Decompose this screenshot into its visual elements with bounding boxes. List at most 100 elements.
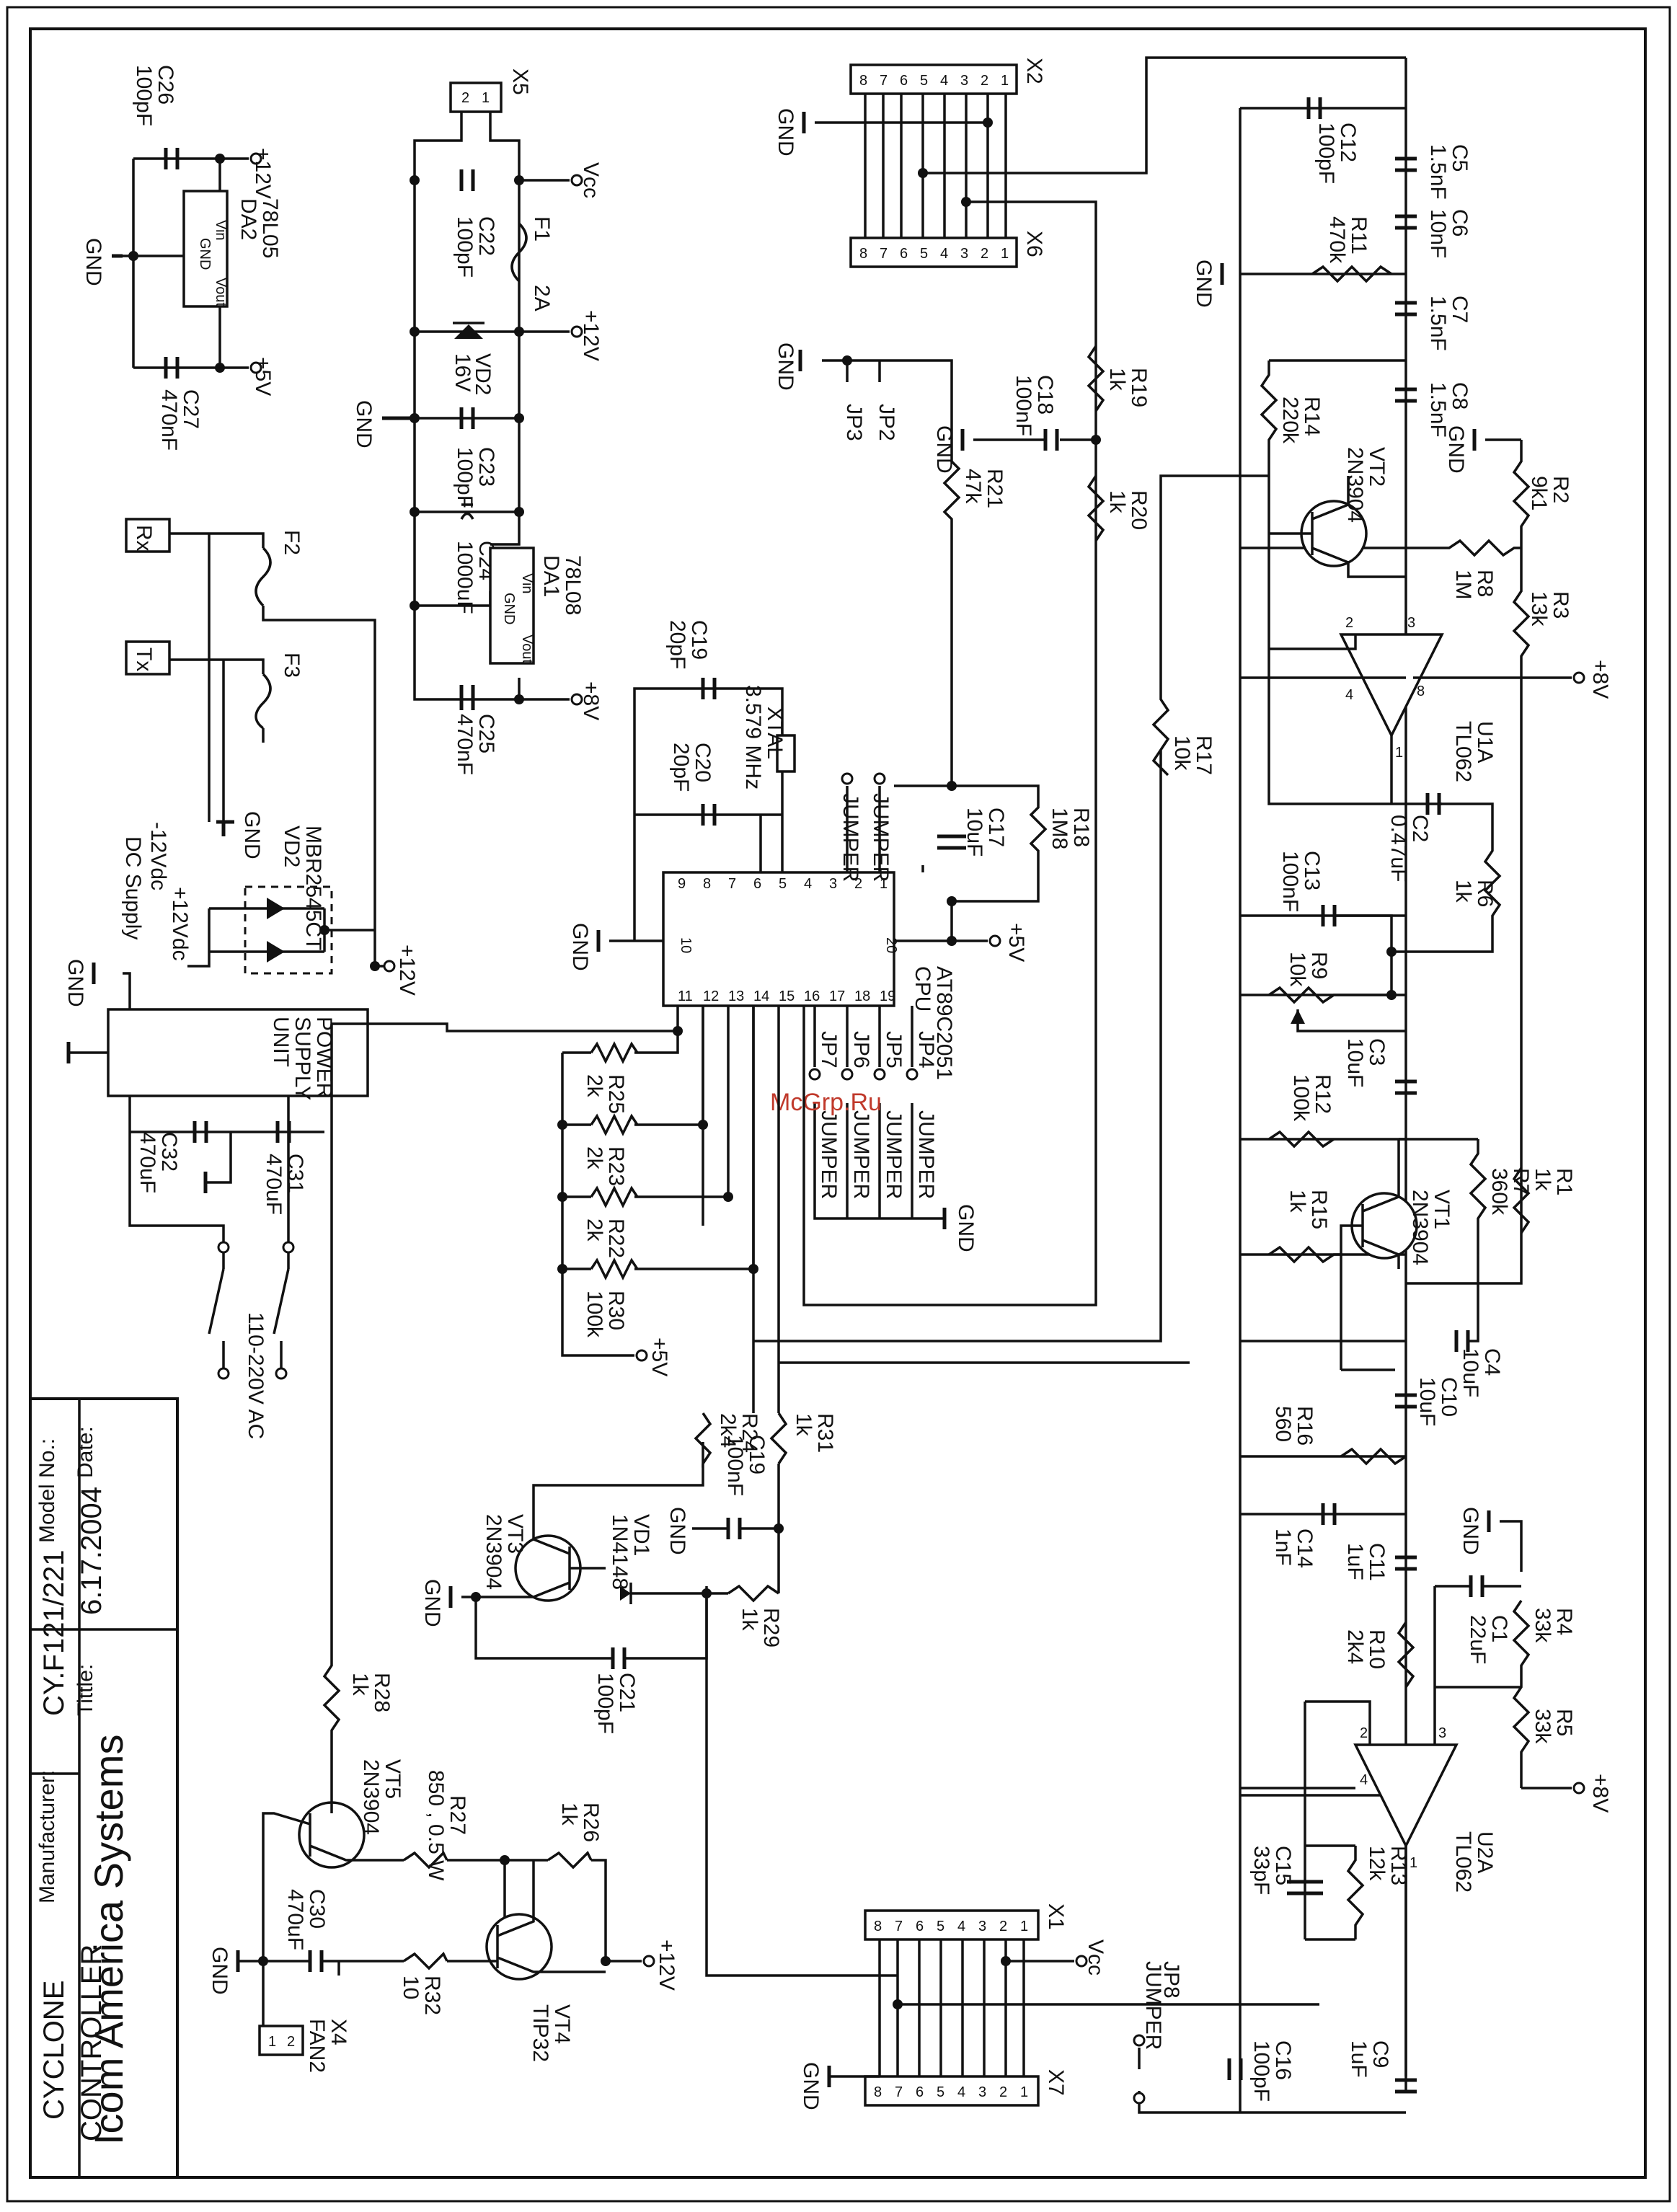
svg-text:GND: GND [1444,425,1468,474]
svg-text:Vin: Vin [519,573,535,594]
svg-text:1k: 1k [1105,368,1129,391]
svg-text:U2A: U2A [1473,1831,1497,1873]
svg-text:2k: 2k [583,1218,606,1242]
svg-text:-12Vdc: -12Vdc [146,822,170,890]
svg-text:F3: F3 [280,652,304,678]
svg-text:R12: R12 [1311,1074,1335,1114]
svg-text:R1: R1 [1552,1168,1576,1195]
svg-text:R15: R15 [1307,1190,1331,1229]
connector-x6: X6 [849,231,1046,268]
svg-text:SUPPLY: SUPPLY [291,1017,314,1100]
cpu-pin-label: 18 [854,988,870,1004]
cpu-pin-label: 7 [728,876,736,892]
svg-text:R5: R5 [1552,1709,1576,1736]
svg-text:2: 2 [461,90,469,106]
svg-text:Vcc: Vcc [579,162,603,198]
svg-text:JUMPER: JUMPER [817,1110,841,1199]
svg-text:33pF: 33pF [1249,1846,1273,1895]
svg-text:20pF: 20pF [669,743,693,792]
power-supply-unit [107,1008,369,1097]
svg-text:TL062: TL062 [1451,1831,1475,1893]
connector-pin-label: 7 [880,73,888,89]
svg-text:C21: C21 [615,1673,639,1712]
svg-text:Vcc: Vcc [1084,1939,1107,1976]
svg-text:100nF: 100nF [1012,375,1035,436]
svg-text:1.5nF: 1.5nF [1426,296,1450,351]
c26-val: 100pF [132,65,156,126]
date-value: 6.17.2004 [76,1487,107,1615]
svg-text:+12Vdc: +12Vdc [168,887,192,961]
svg-text:1M: 1M [1451,570,1475,600]
svg-text:Vout: Vout [519,634,535,663]
svg-text:F2: F2 [280,530,304,555]
svg-text:R18: R18 [1069,808,1093,847]
svg-text:C8: C8 [1448,382,1472,410]
connector-pin-label: 5 [937,1919,944,1934]
cpu-pin-label: 15 [779,988,795,1004]
connector-pin-label: 8 [859,246,867,262]
connector-pin-label: 3 [960,73,968,89]
svg-text:GND: GND [352,400,376,448]
svg-text:JP3: JP3 [842,404,866,441]
svg-text:C9: C9 [1368,2040,1392,2068]
svg-text:8: 8 [1417,683,1425,699]
svg-text:9k1: 9k1 [1527,476,1551,510]
svg-text:R3: R3 [1549,591,1572,619]
svg-text:JUMPER: JUMPER [914,1110,938,1199]
title-block: Icom America Systems Date: 6.17.2004 Tit… [29,1397,179,2179]
svg-text:AT89C2051: AT89C2051 [932,966,956,1080]
cpu-pin-label: 19 [880,988,895,1004]
svg-text:R26: R26 [579,1802,603,1842]
svg-text:1nF: 1nF [1271,1529,1295,1566]
svg-text:R7: R7 [1509,1168,1533,1195]
svg-text:C5: C5 [1448,144,1472,172]
svg-text:3: 3 [1407,615,1415,631]
cpu-pin-label: 17 [829,988,845,1004]
svg-text:10nF: 10nF [1426,209,1450,258]
svg-text:20pF: 20pF [665,620,689,669]
svg-text:GND: GND [799,2062,823,2110]
svg-text:R29: R29 [759,1608,783,1647]
svg-text:JP6: JP6 [849,1031,873,1069]
svg-text:100pF: 100pF [1314,123,1338,184]
svg-text:GND: GND [954,1204,978,1252]
svg-text:C7: C7 [1448,296,1472,323]
cpu-pin-label: 5 [779,876,787,892]
connector-pin-label: 2 [981,246,988,262]
company-name: Icom America Systems [86,1735,131,2145]
svg-text:X1: X1 [1044,1903,1068,1930]
svg-text:22uF: 22uF [1466,1615,1490,1664]
svg-text:1: 1 [268,2034,276,2050]
svg-text:C25: C25 [474,714,498,753]
svg-text:47k: 47k [961,469,985,504]
svg-text:CPU: CPU [911,966,934,1012]
svg-text:100pF: 100pF [593,1673,617,1734]
cpu-pin-label: 9 [678,876,686,892]
svg-text:GND: GND [774,342,797,391]
svg-text:TL062: TL062 [1451,721,1475,782]
cpu-pin-label: 8 [703,876,711,892]
svg-text:R6: R6 [1473,880,1497,907]
svg-text:1000uF: 1000uF [453,541,477,614]
svg-text:X6: X6 [1022,231,1046,257]
svg-text:13k: 13k [1527,591,1551,627]
cpu-pin-label: 16 [804,988,820,1004]
cpu-pin-label: 2 [854,876,862,892]
connector-pin-label: 7 [895,1919,903,1934]
svg-text:R24: R24 [738,1413,761,1453]
svg-text:+5V: +5V [647,1337,671,1376]
svg-text:1k: 1k [557,1802,581,1826]
svg-text:C3: C3 [1365,1038,1389,1066]
model-value: CY.F121/221 [38,1549,70,1716]
svg-text:R9: R9 [1307,952,1331,979]
model-label: Model No.: [35,1438,59,1543]
connector-pin-label: 8 [874,1919,882,1934]
svg-text:470k: 470k [1325,216,1349,264]
svg-text:JP5: JP5 [882,1031,906,1069]
svg-text:R4: R4 [1552,1608,1576,1635]
svg-text:1: 1 [1410,1855,1417,1871]
svg-text:1k: 1k [1105,490,1129,514]
svg-text:1: 1 [482,90,490,106]
svg-text:R22: R22 [604,1218,628,1258]
